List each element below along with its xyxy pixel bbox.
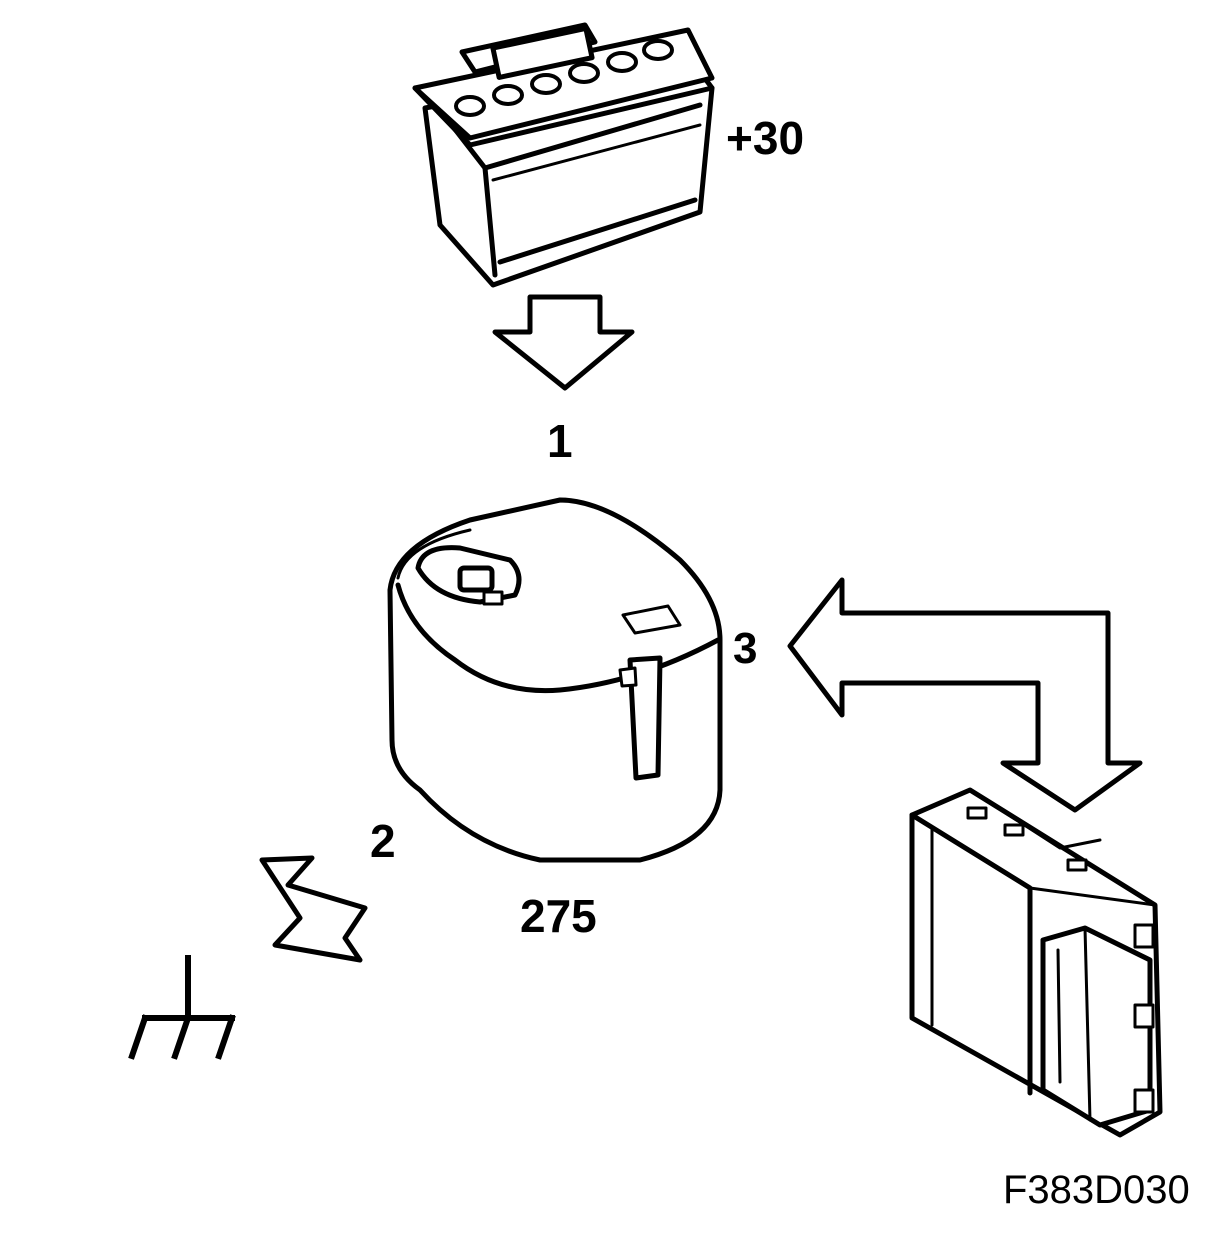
figure-code-label: F383D030 (1003, 1168, 1190, 1212)
pin-2-label: 2 (370, 815, 396, 867)
relay-module-icon (387, 497, 723, 863)
component-number-label: 275 (520, 890, 597, 942)
arrow-down-icon (492, 294, 635, 391)
battery-terminal-label: +30 (726, 112, 805, 164)
arrow-ground-icon (259, 855, 368, 963)
car-battery-icon (412, 22, 715, 288)
pin-3-label: 3 (733, 624, 758, 673)
pin-1-label: 1 (547, 415, 573, 467)
ground-symbol-icon (128, 955, 236, 1060)
control-unit-icon (909, 787, 1163, 1138)
arrow-double-icon (787, 577, 1143, 813)
